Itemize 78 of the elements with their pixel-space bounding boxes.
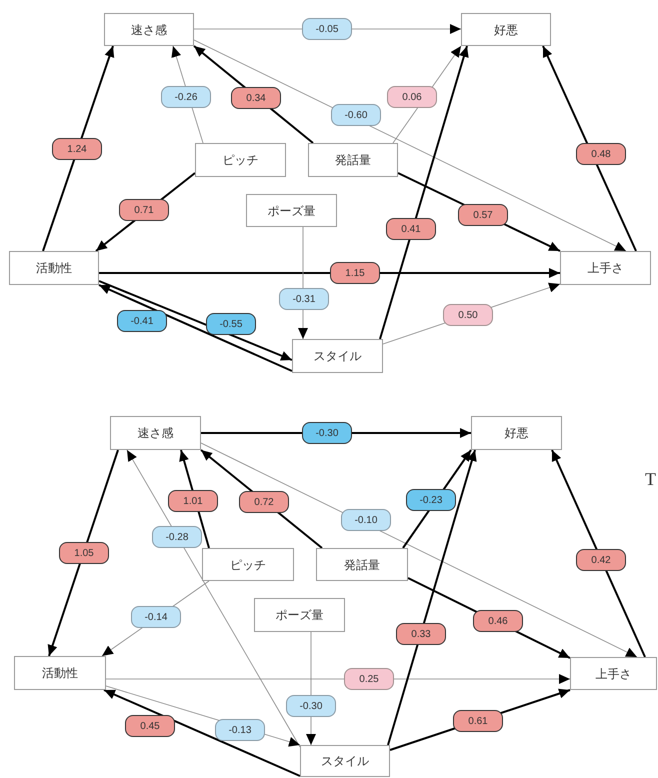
arrow <box>194 40 626 252</box>
edge-label: 1.24 <box>52 138 102 160</box>
arrow <box>106 674 570 684</box>
edge-label: 0.61 <box>453 710 503 732</box>
variable-name: 好悪 <box>494 22 518 38</box>
variable-name: 活動性 <box>42 665 78 682</box>
variable-box <box>471 416 562 450</box>
note-text: T <box>645 468 656 491</box>
edge-label: 1.05 <box>59 542 109 564</box>
edge-label: -0.31 <box>279 288 329 310</box>
variable-box <box>292 339 383 373</box>
variable-name: 速さ感 <box>138 425 174 442</box>
variable-box <box>254 598 345 632</box>
arrow <box>104 689 300 777</box>
edge-label: 1.01 <box>168 490 218 512</box>
variable-name: ピッチ <box>222 152 258 169</box>
arrow <box>542 46 637 252</box>
edge-label: -0.30 <box>286 695 336 717</box>
variable-box <box>202 548 294 581</box>
arrow <box>99 268 560 278</box>
arrow <box>379 46 469 340</box>
edge-label: 0.33 <box>396 623 446 645</box>
arrow <box>551 450 646 658</box>
variable-box <box>461 13 551 46</box>
variable-box <box>246 194 337 227</box>
edge-label: 0.57 <box>458 204 508 226</box>
variable-box <box>300 745 390 777</box>
edge-label: 0.45 <box>125 715 175 737</box>
variable-name: 活動性 <box>36 260 72 277</box>
edge-label: 0.25 <box>344 668 394 690</box>
variable-name: ポーズ量 <box>268 202 316 220</box>
arrow <box>200 442 638 658</box>
variable-name: スタイル <box>314 348 362 365</box>
edge-label: 0.50 <box>443 304 493 326</box>
edge-label: 0.41 <box>386 218 436 240</box>
variable-name: ピッチ <box>230 556 266 574</box>
edge-label: 0.46 <box>473 610 523 632</box>
variable-box <box>308 143 398 177</box>
variable-name: 速さ感 <box>131 22 167 38</box>
arrow <box>126 450 300 748</box>
variable-box <box>570 657 657 690</box>
edge-label: -0.14 <box>131 606 181 628</box>
edge-label: 0.48 <box>576 143 626 165</box>
edge-label: -0.28 <box>152 526 202 548</box>
variable-name: 上手さ <box>596 666 632 682</box>
edge-label: 0.06 <box>387 86 437 108</box>
edge-label: 0.72 <box>239 491 289 513</box>
edge-label: 1.15 <box>330 262 380 284</box>
arrow <box>98 280 292 361</box>
arrow <box>387 450 477 746</box>
edge-label: -0.41 <box>117 310 167 332</box>
variable-box <box>195 143 286 177</box>
edge-label: 0.71 <box>119 199 169 221</box>
edge-label: -0.60 <box>331 104 381 126</box>
edge-label: -0.13 <box>215 719 265 741</box>
variable-name: 上手さ <box>588 260 624 277</box>
edge-label: -0.10 <box>341 509 391 531</box>
edge-label: -0.55 <box>206 313 256 335</box>
variable-name: ポーズ量 <box>276 607 324 624</box>
edge-label: 0.42 <box>576 549 626 571</box>
variable-box <box>104 13 194 46</box>
variable-box <box>9 251 99 285</box>
variable-box <box>14 656 106 690</box>
variable-name: 発話量 <box>335 152 371 169</box>
edge-label: -0.30 <box>302 422 352 444</box>
edge-label: -0.23 <box>406 489 456 511</box>
variable-name: 好悪 <box>504 425 528 442</box>
variable-box <box>560 251 651 285</box>
edge-label: -0.05 <box>302 18 352 40</box>
variable-name: スタイル <box>321 753 369 770</box>
variable-box <box>316 548 408 581</box>
variable-name: 発話量 <box>344 556 380 574</box>
arrow <box>42 46 114 252</box>
edge-label: 0.34 <box>231 87 281 109</box>
arrow <box>98 284 292 372</box>
edge-label: -0.26 <box>161 86 211 108</box>
variable-box <box>110 416 201 450</box>
arrow <box>48 450 119 656</box>
